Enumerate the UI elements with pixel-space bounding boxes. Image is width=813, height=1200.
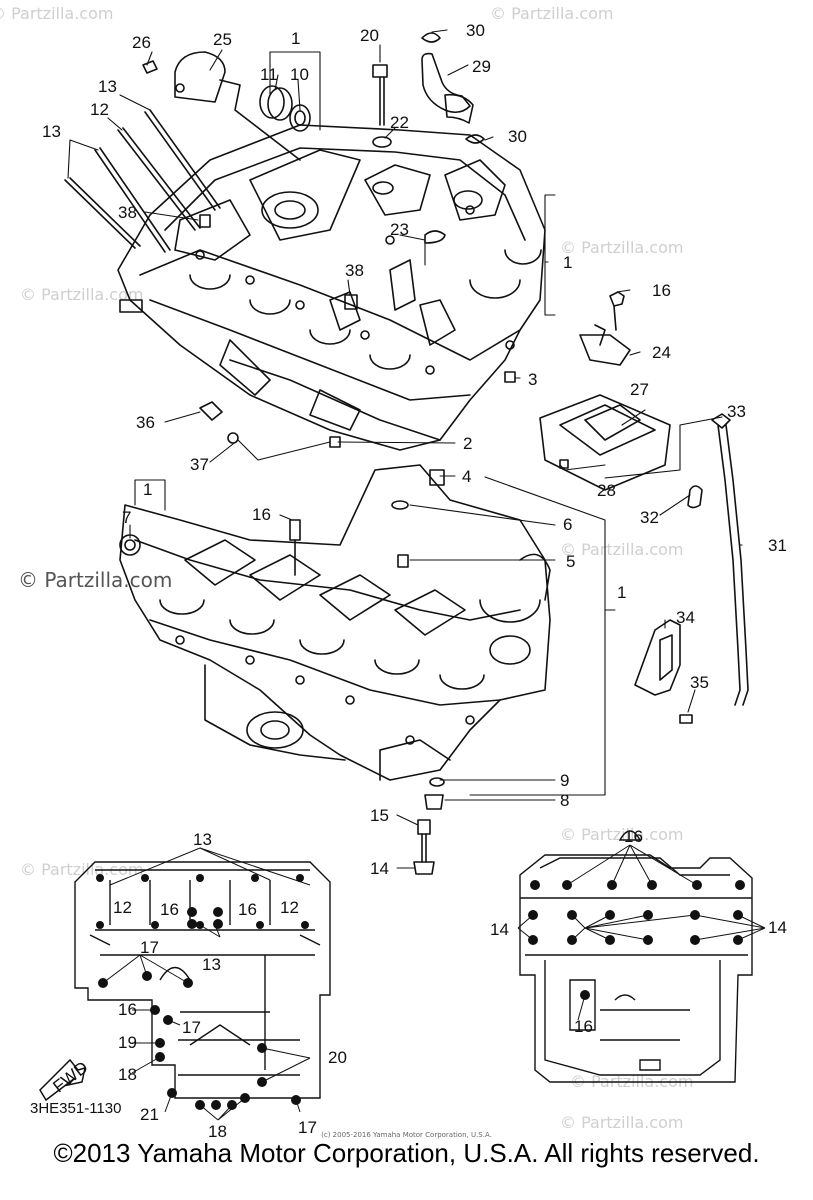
middle-small-parts xyxy=(199,214,516,448)
callout-8: 8 xyxy=(560,791,569,810)
callout-30b: 30 xyxy=(508,127,527,146)
callout-38a: 38 xyxy=(118,203,137,222)
inset-r-16t: 16 xyxy=(624,827,643,846)
callout-30a: 30 xyxy=(466,21,485,40)
cover-27-28 xyxy=(539,394,671,491)
inset-l-13top: 13 xyxy=(193,830,212,849)
callout-12a: 12 xyxy=(90,100,109,119)
callout-6: 6 xyxy=(563,515,572,534)
callout-11: 11 xyxy=(260,65,278,84)
inset-r-14l: 14 xyxy=(490,920,509,939)
plugs-8-9-14-15 xyxy=(413,777,445,875)
callout-1b: 1 xyxy=(563,253,572,272)
inset-l-13m: 13 xyxy=(202,955,221,974)
callout-32: 32 xyxy=(640,508,659,527)
lower-crankcase xyxy=(119,464,551,781)
inset-r-14r: 14 xyxy=(768,918,787,937)
callout-29: 29 xyxy=(472,57,491,76)
copyright-small: (c) 2005-2016 Yamaha Motor Corporation, … xyxy=(321,1131,492,1139)
callout-1a: 1 xyxy=(291,29,300,48)
callout-7: 7 xyxy=(122,508,131,527)
callout-26: 26 xyxy=(132,33,151,52)
watermark-2: © Partzilla.com xyxy=(490,4,614,23)
callout-16a: 16 xyxy=(652,281,671,300)
watermark-1: © Partzilla.com xyxy=(0,4,114,23)
watermark-3: © Partzilla.com xyxy=(20,285,144,304)
callout-2: 2 xyxy=(463,434,472,453)
callout-31: 31 xyxy=(768,536,787,555)
part-code: 3HE351-1130 xyxy=(30,1100,122,1117)
inset-l-20: 20 xyxy=(328,1048,347,1067)
inset-l-21: 21 xyxy=(140,1105,159,1124)
right-inset: 16 14 14 16 xyxy=(490,827,787,1083)
callouts: 1 11 10 26 25 20 30 29 30 22 13 12 13 38… xyxy=(42,21,787,878)
callout-13b: 13 xyxy=(42,122,61,141)
inset-r-16b: 16 xyxy=(574,1017,593,1036)
inset-l-17a: 17 xyxy=(140,938,159,957)
callout-10: 10 xyxy=(290,65,309,84)
callout-24: 24 xyxy=(652,343,671,362)
callout-15: 15 xyxy=(370,806,389,825)
bracket-24-bolt-16 xyxy=(579,291,631,366)
inset-l-12l: 12 xyxy=(113,898,132,917)
studs-12-13 xyxy=(64,109,221,253)
inset-l-12r: 12 xyxy=(280,898,299,917)
upper-crankcase xyxy=(117,124,546,451)
callout-3: 3 xyxy=(528,370,537,389)
inset-l-19: 19 xyxy=(118,1033,137,1052)
callout-13a: 13 xyxy=(98,77,117,96)
watermark-5: © Partzilla.com xyxy=(560,540,684,559)
inset-l-16b: 16 xyxy=(118,1000,137,1019)
callout-1d: 1 xyxy=(617,583,626,602)
leader-lines xyxy=(67,29,743,869)
watermark-7: © Partzilla.com xyxy=(560,825,684,844)
top-small-parts xyxy=(142,32,485,161)
callout-35: 35 xyxy=(690,673,709,692)
inset-l-18b: 18 xyxy=(208,1122,227,1141)
callout-28: 28 xyxy=(597,481,616,500)
breather-hose-31 xyxy=(634,413,749,724)
inset-l-17c: 17 xyxy=(298,1118,317,1137)
callout-14: 14 xyxy=(370,859,389,878)
callout-5: 5 xyxy=(566,552,575,571)
callout-1c: 1 xyxy=(143,480,152,499)
fwd-arrow-icon: FWD xyxy=(39,1058,92,1102)
callout-33: 33 xyxy=(727,402,746,421)
callout-20: 20 xyxy=(360,26,379,45)
callout-22: 22 xyxy=(390,113,409,132)
inset-l-18a: 18 xyxy=(118,1065,137,1084)
callout-27: 27 xyxy=(630,380,649,399)
watermark-9: © Partzilla.com xyxy=(560,1113,684,1132)
watermark-6: © Partzilla.com xyxy=(20,860,144,879)
inset-l-17b: 17 xyxy=(182,1018,201,1037)
callout-34: 34 xyxy=(676,608,695,627)
copyright-footer: ©2013 Yamaha Motor Corporation, U.S.A. A… xyxy=(53,1138,760,1168)
callout-37: 37 xyxy=(190,455,209,474)
inset-l-16r: 16 xyxy=(238,900,257,919)
callout-23: 23 xyxy=(390,220,409,239)
callout-16b: 16 xyxy=(252,505,271,524)
callout-25: 25 xyxy=(213,30,232,49)
inset-l-16l: 16 xyxy=(160,900,179,919)
partzilla-watermark-left: © Partzilla.com xyxy=(18,568,173,592)
callout-4: 4 xyxy=(462,467,471,486)
watermark-4: © Partzilla.com xyxy=(560,238,684,257)
left-inset: FWD 13 12 16 16 12 17 13 16 17 19 20 18 … xyxy=(39,830,347,1141)
callout-38b: 38 xyxy=(345,261,364,280)
callout-9: 9 xyxy=(560,771,569,790)
callout-36: 36 xyxy=(136,413,155,432)
